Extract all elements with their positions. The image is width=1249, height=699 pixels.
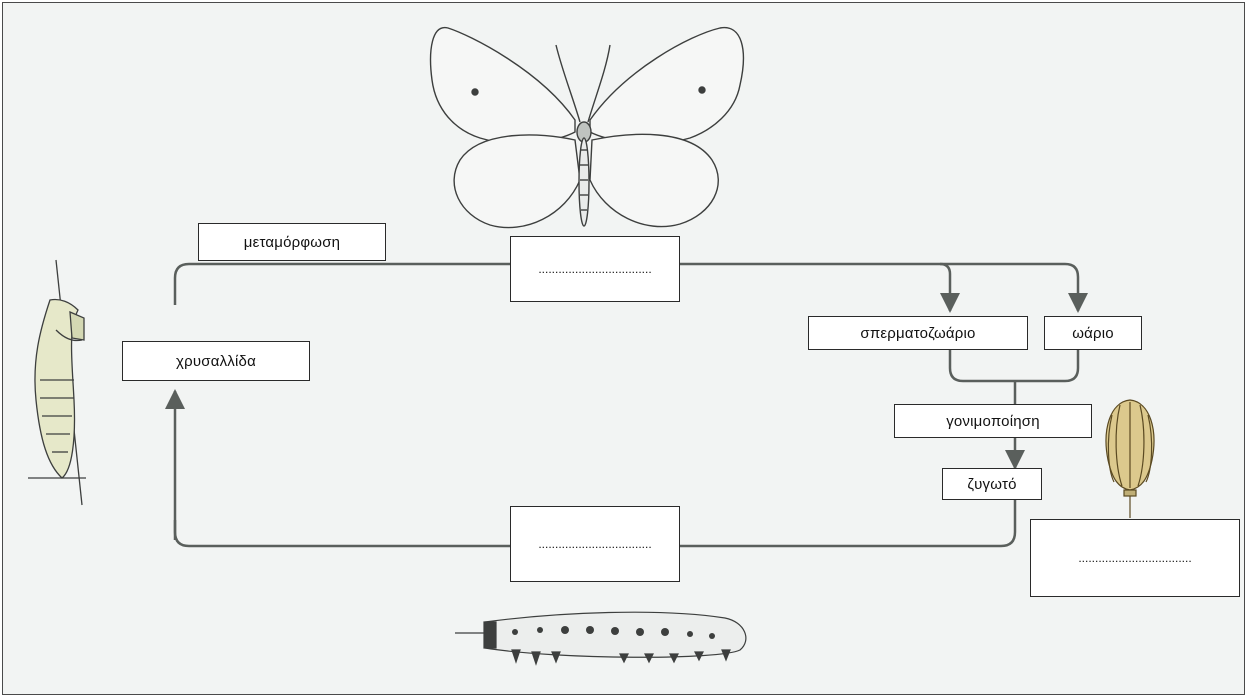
branch-to-sperm-line <box>940 264 950 311</box>
egg-stage-blank[interactable]: .................................. <box>1030 519 1240 597</box>
sperm-text: σπερματοζωάριο <box>860 325 975 342</box>
metamorphosis-label: μεταμόρφωση <box>198 223 386 261</box>
caterpillar-drawing <box>455 612 746 664</box>
adult-stage-blank[interactable]: .................................. <box>510 236 680 302</box>
egg-drawing <box>1106 400 1154 518</box>
zygote-text: ζυγωτό <box>967 476 1016 493</box>
metamorphosis-text: μεταμόρφωση <box>244 234 340 251</box>
egg-stage-blank-text: .................................. <box>1078 551 1191 565</box>
pupa-text: χρυσαλλίδα <box>176 353 256 370</box>
zygote-label: ζυγωτό <box>942 468 1042 500</box>
larva-stage-blank[interactable]: .................................. <box>510 506 680 582</box>
fertilization-label: γονιμοποίηση <box>894 404 1092 438</box>
gametes-join-line <box>950 346 1078 381</box>
larva-stage-blank-text: .................................. <box>538 537 651 551</box>
pupa-label: χρυσαλλίδα <box>122 341 310 381</box>
egg-cell-label: ωάριο <box>1044 316 1142 350</box>
sperm-label: σπερματοζωάριο <box>808 316 1028 350</box>
butterfly-drawing <box>431 28 744 228</box>
egg-cell-text: ωάριο <box>1072 325 1114 342</box>
fertilization-text: γονιμοποίηση <box>946 413 1040 430</box>
pupa-drawing <box>28 260 86 505</box>
adult-stage-blank-text: .................................. <box>538 262 651 276</box>
